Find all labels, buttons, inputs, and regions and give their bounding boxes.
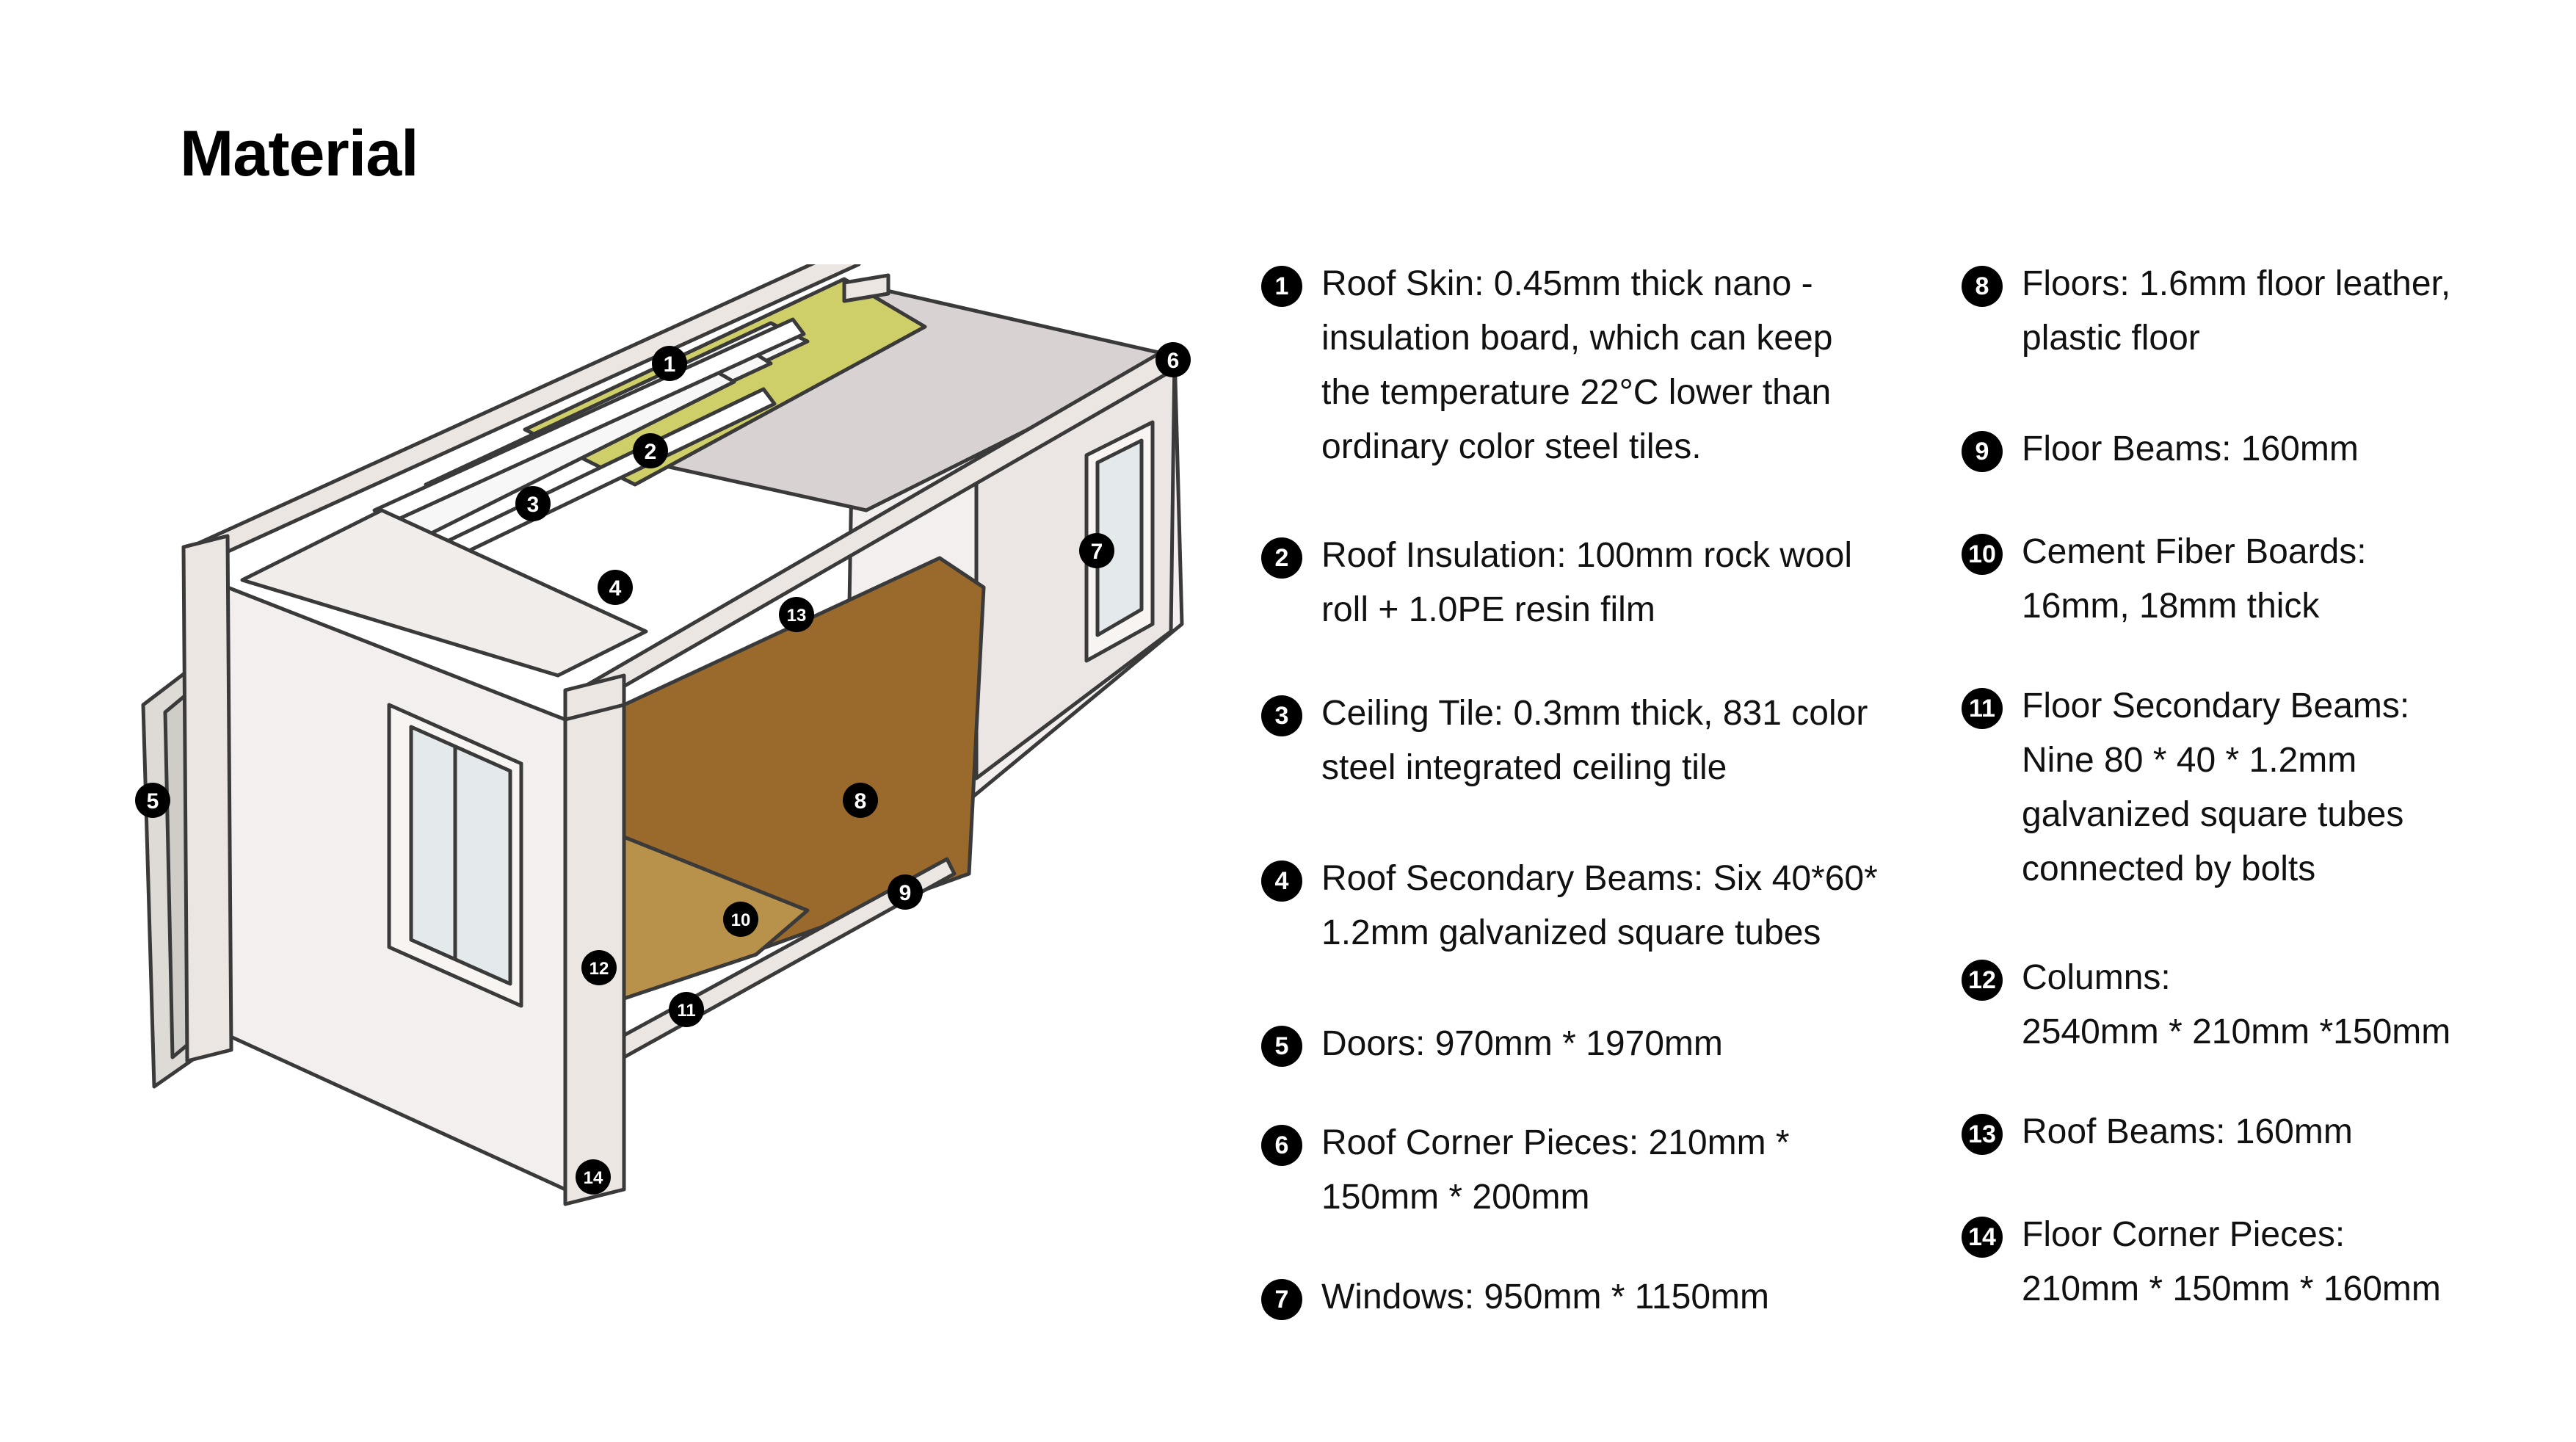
svg-text:5: 5 <box>147 789 159 814</box>
legend-number: 4 <box>1261 861 1302 902</box>
legend-text: Roof Corner Pieces: 210mm * 150mm * 200m… <box>1321 1123 1790 1217</box>
badge-12: 12 <box>581 950 617 985</box>
svg-text:7: 7 <box>1091 540 1103 564</box>
svg-text:10: 10 <box>731 910 751 930</box>
badge-4: 4 <box>598 570 633 605</box>
legend-text: Floors: 1.6mm floor leather, plastic flo… <box>2022 264 2451 358</box>
legend-text: Doors: 970mm * 1970mm <box>1321 1024 1723 1063</box>
badge-13: 13 <box>779 597 814 632</box>
legend-item-roof-skin: 1 Roof Skin: 0.45mm thick nano - insulat… <box>1261 257 1832 474</box>
svg-text:2: 2 <box>645 440 657 464</box>
diagram-badges: 1 2 3 4 5 6 7 8 9 10 11 12 13 14 <box>135 342 1191 1195</box>
legend-number: 12 <box>1962 960 2003 1001</box>
svg-text:11: 11 <box>677 1001 695 1021</box>
container-diagram: 1 2 3 4 5 6 7 8 9 10 11 12 13 14 <box>135 264 1191 1206</box>
legend-text: Floor Beams: 160mm <box>2022 430 2359 468</box>
svg-text:14: 14 <box>584 1168 603 1188</box>
back-window-glass <box>1095 438 1144 637</box>
badge-9: 9 <box>888 874 923 910</box>
legend-item-floors: 8 Floors: 1.6mm floor leather, plastic f… <box>1962 257 2450 366</box>
svg-text:9: 9 <box>899 881 912 905</box>
legend-text: Roof Beams: 160mm <box>2022 1112 2353 1151</box>
legend-number: 9 <box>1962 431 2003 472</box>
badge-8: 8 <box>843 783 878 818</box>
legend-item-windows: 7 Windows: 950mm * 1150mm <box>1261 1270 1769 1325</box>
badge-5: 5 <box>135 783 170 818</box>
legend-text: Ceiling Tile: 0.3mm thick, 831 color ste… <box>1321 694 1868 787</box>
page-title: Material <box>180 117 419 189</box>
badge-2: 2 <box>633 433 668 468</box>
legend-item-columns: 12 Columns: 2540mm * 210mm *150mm <box>1962 951 2450 1059</box>
svg-text:3: 3 <box>527 493 540 517</box>
left-column <box>181 534 233 1063</box>
legend-text: Windows: 950mm * 1150mm <box>1321 1278 1769 1316</box>
legend-number: 11 <box>1962 688 2003 729</box>
badge-6: 6 <box>1155 342 1191 377</box>
front-window-glass <box>409 725 512 986</box>
legend-number: 6 <box>1261 1125 1302 1166</box>
roof-corner-piece <box>842 273 890 303</box>
legend-text: Roof Skin: 0.45mm thick nano - insulatio… <box>1321 264 1833 466</box>
legend-number: 1 <box>1261 266 1302 307</box>
legend-text: Floor Secondary Beams: Nine 80 * 40 * 1.… <box>2022 686 2410 888</box>
svg-text:12: 12 <box>589 959 609 979</box>
legend-item-ceiling-tile: 3 Ceiling Tile: 0.3mm thick, 831 color s… <box>1261 686 1868 795</box>
legend-text: Roof Secondary Beams: Six 40*60* 1.2mm g… <box>1321 859 1878 952</box>
svg-text:6: 6 <box>1167 349 1180 373</box>
legend-text: Cement Fiber Boards: 16mm, 18mm thick <box>2022 532 2367 626</box>
legend-number: 14 <box>1962 1217 2003 1258</box>
badge-11: 11 <box>669 992 704 1027</box>
front-column <box>563 688 626 1206</box>
svg-text:1: 1 <box>664 352 676 377</box>
badge-7: 7 <box>1079 533 1114 568</box>
roof-corner-piece <box>563 673 626 722</box>
svg-text:4: 4 <box>609 576 622 601</box>
svg-text:8: 8 <box>855 789 867 814</box>
legend-number: 3 <box>1261 695 1302 736</box>
legend-item-cement-fiber-boards: 10 Cement Fiber Boards: 16mm, 18mm thick <box>1962 525 2367 634</box>
legend-number: 2 <box>1261 537 1302 579</box>
legend-item-floor-secondary-beams: 11 Floor Secondary Beams: Nine 80 * 40 *… <box>1962 679 2409 896</box>
inner-left-wall <box>240 508 648 678</box>
legend-number: 5 <box>1261 1026 1302 1067</box>
legend-item-roof-beams: 13 Roof Beams: 160mm <box>1962 1105 2353 1159</box>
legend-number: 13 <box>1962 1114 2003 1155</box>
legend-text: Floor Corner Pieces: 210mm * 150mm * 160… <box>2022 1215 2441 1308</box>
legend-text: Columns: 2540mm * 210mm *150mm <box>2022 958 2451 1051</box>
legend-item-roof-corner-pieces: 6 Roof Corner Pieces: 210mm * 150mm * 20… <box>1261 1116 1790 1225</box>
legend-item-floor-corner-pieces: 14 Floor Corner Pieces: 210mm * 150mm * … <box>1962 1208 2441 1316</box>
badge-14: 14 <box>576 1159 611 1195</box>
legend-text: Roof Insulation: 100mm rock wool roll + … <box>1321 536 1852 629</box>
legend-item-floor-beams: 9 Floor Beams: 160mm <box>1962 422 2359 477</box>
legend-item-roof-secondary-beams: 4 Roof Secondary Beams: Six 40*60* 1.2mm… <box>1261 852 1878 960</box>
svg-text:13: 13 <box>787 606 807 626</box>
legend-item-roof-insulation: 2 Roof Insulation: 100mm rock wool roll … <box>1261 529 1852 637</box>
legend-number: 8 <box>1962 266 2003 307</box>
badge-3: 3 <box>515 486 551 521</box>
badge-10: 10 <box>723 902 758 937</box>
legend-number: 10 <box>1962 534 2003 575</box>
legend-item-doors: 5 Doors: 970mm * 1970mm <box>1261 1017 1723 1071</box>
badge-1: 1 <box>652 346 687 381</box>
legend-number: 7 <box>1261 1279 1302 1320</box>
